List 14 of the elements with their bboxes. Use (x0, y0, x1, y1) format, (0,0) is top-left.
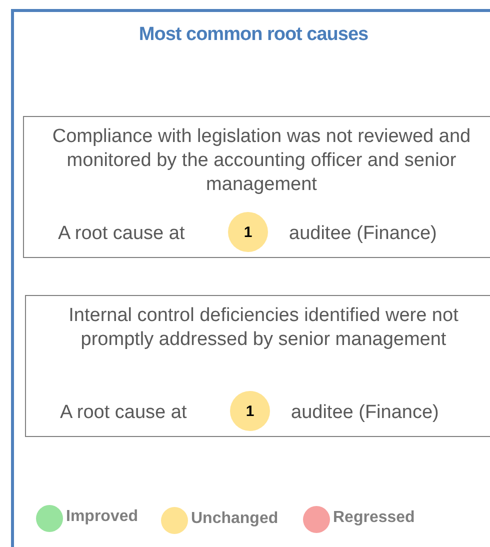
count-circle: 1 (228, 212, 268, 252)
suffix-text: auditee (Finance) (289, 223, 437, 245)
legend-label: Improved (66, 508, 138, 526)
suffix-text: auditee (Finance) (291, 402, 439, 424)
panel-title: Most common root causes (138, 24, 370, 46)
root-cause-box (25, 295, 490, 437)
root-cause-text: Internal control deficiencies identified were not promptly addressed by senior management (68, 304, 460, 352)
prefix-text: A root cause at (60, 402, 187, 424)
legend-label: Unchanged (191, 510, 278, 528)
count-circle: 1 (230, 391, 270, 431)
root-cause-box (23, 116, 490, 258)
legend-label: Regressed (333, 509, 415, 527)
prefix-text: A root cause at (58, 223, 185, 245)
root-cause-text: Compliance with legislation was not reviewed and monitored by the accounting officer and senior management (51, 125, 472, 197)
